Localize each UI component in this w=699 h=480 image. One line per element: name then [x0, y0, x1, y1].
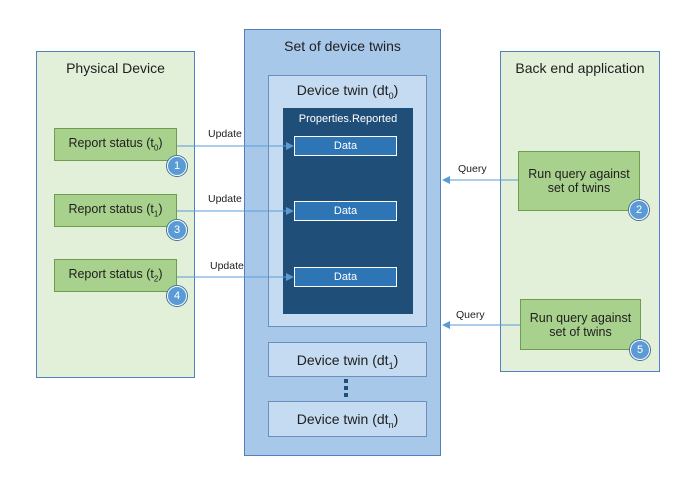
- step-badge-5: 5: [630, 340, 650, 360]
- update-label-3: Update: [210, 260, 244, 272]
- run-query-line2: set of twins: [547, 181, 611, 195]
- device-twins-title: Set of device twins: [284, 38, 401, 54]
- device-twin-dt1: Device twin (dt1): [268, 342, 427, 377]
- device-twin-dtn: Device twin (dtn): [268, 401, 427, 437]
- report-status-box-t2: Report status (t2): [54, 259, 177, 292]
- report-status-box-t0: Report status (t0): [54, 128, 177, 161]
- ellipsis-dots: [344, 378, 350, 400]
- device-twin-dt1-title: Device twin (dt1): [296, 352, 399, 371]
- run-query-box-2: Run query against set of twins: [520, 299, 641, 350]
- query-label-2: Query: [456, 309, 485, 321]
- data-box-1: Data: [294, 136, 397, 156]
- report-status-label: Report status (t1): [68, 202, 163, 219]
- data-box-3: Data: [294, 267, 397, 287]
- report-status-label: Report status (t2): [68, 267, 163, 284]
- physical-device-title: Physical Device: [66, 60, 165, 76]
- step-badge-2: 2: [629, 200, 649, 220]
- run-query-box-1: Run query against set of twins: [518, 151, 640, 211]
- data-box-2: Data: [294, 201, 397, 221]
- report-status-label: Report status (t0): [68, 136, 163, 153]
- run-query-line1: Run query against: [528, 167, 630, 181]
- step-badge-3: 3: [167, 220, 187, 240]
- step-badge-1: 1: [167, 156, 187, 176]
- device-twin-dtn-title: Device twin (dtn): [296, 411, 399, 430]
- query-label-1: Query: [458, 163, 487, 175]
- step-badge-4: 4: [167, 286, 187, 306]
- device-twin-dt0-title: Device twin (dt0): [296, 82, 399, 101]
- report-status-box-t1: Report status (t1): [54, 194, 177, 227]
- update-label-2: Update: [208, 193, 242, 205]
- update-label-1: Update: [208, 128, 242, 140]
- properties-reported-label: Properties.Reported: [298, 113, 398, 125]
- run-query-line2: set of twins: [549, 324, 612, 339]
- run-query-line1: Run query against: [529, 310, 632, 325]
- backend-application-title: Back end application: [515, 60, 645, 76]
